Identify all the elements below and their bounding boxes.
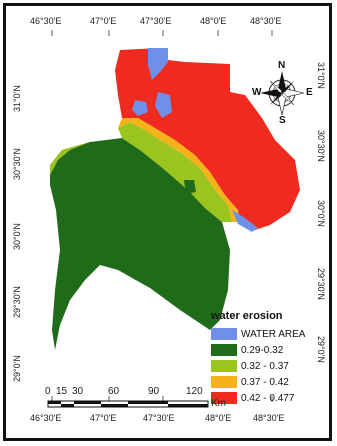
- lon-label-bottom-4: 48°0'E: [205, 413, 232, 423]
- scale-label-0: 0: [45, 386, 51, 397]
- compass-w: W: [252, 87, 262, 98]
- lon-label-bottom-1: 46°30'E: [30, 413, 62, 423]
- lon-label-top-1: 46°30'E: [30, 16, 62, 26]
- lon-label-bottom-3: 47°30'E: [143, 413, 175, 423]
- legend-label-water: WATER AREA: [241, 328, 306, 340]
- lat-label-left-2: 30°30'N: [12, 148, 22, 180]
- lat-label-right-2: 30°30'N: [316, 130, 326, 162]
- legend-title: water erosion: [211, 310, 283, 322]
- scale-bar: [47, 400, 209, 408]
- lat-label-right-4: 29°30'N: [316, 268, 326, 300]
- lat-label-left-3: 30°0'N: [12, 223, 22, 250]
- legend-swatch-class-4: [211, 392, 237, 404]
- scale-label-15: 15: [56, 386, 68, 397]
- legend-label-class-2: 0.32 - 0.37: [241, 360, 289, 372]
- legend-swatch-class-3: [211, 376, 237, 388]
- region-class-1: [50, 138, 230, 350]
- legend-label-class-1: 0.29-0.32: [241, 344, 284, 356]
- region-water: [132, 48, 258, 232]
- legend-label-class-4: 0.42 - 0.477: [241, 392, 295, 404]
- lat-label-left-1: 31°0'N: [12, 85, 22, 112]
- lat-label-left-5: 29°0'N: [12, 355, 22, 382]
- scale-label-30: 30: [72, 386, 84, 397]
- legend-swatch-class-2: [211, 360, 237, 372]
- compass-rose: [260, 71, 305, 116]
- legend-item-class-2: 0.32 - 0.37: [211, 358, 321, 374]
- lon-label-top-4: 48°0'E: [200, 16, 227, 26]
- compass-n: N: [278, 60, 286, 71]
- legend-item-class-3: 0.37 - 0.42: [211, 374, 321, 390]
- scale-label-90: 90: [148, 386, 160, 397]
- lon-label-bottom-5: 48°30'E: [253, 413, 285, 423]
- legend: water erosion WATER AREA 0.29-0.32 0.32 …: [211, 310, 321, 406]
- lon-label-top-5: 48°30'E: [250, 16, 282, 26]
- lon-label-top-3: 47°30'E: [140, 16, 172, 26]
- lat-label-right-1: 31°0'N: [316, 62, 326, 89]
- scale-label-60: 60: [108, 386, 120, 397]
- lat-label-left-4: 29°30'N: [12, 286, 22, 318]
- region-class-2: [50, 122, 232, 222]
- compass-e: E: [306, 87, 313, 98]
- lon-label-top-2: 47°0'E: [90, 16, 117, 26]
- scale-label-120: 120: [186, 386, 203, 397]
- legend-item-class-1: 0.29-0.32: [211, 342, 321, 358]
- compass-s: S: [279, 115, 286, 126]
- region-class-1-patch: [184, 180, 196, 194]
- lon-label-bottom-2: 47°0'E: [90, 413, 117, 423]
- lat-label-right-3: 30°0'N: [316, 200, 326, 227]
- legend-swatch-water: [211, 328, 237, 340]
- legend-item-class-4: 0.42 - 0.477: [211, 390, 321, 406]
- legend-swatch-class-1: [211, 344, 237, 356]
- legend-label-class-3: 0.37 - 0.42: [241, 376, 289, 388]
- legend-item-water: WATER AREA: [211, 326, 321, 342]
- scale-unit: Km: [211, 398, 226, 409]
